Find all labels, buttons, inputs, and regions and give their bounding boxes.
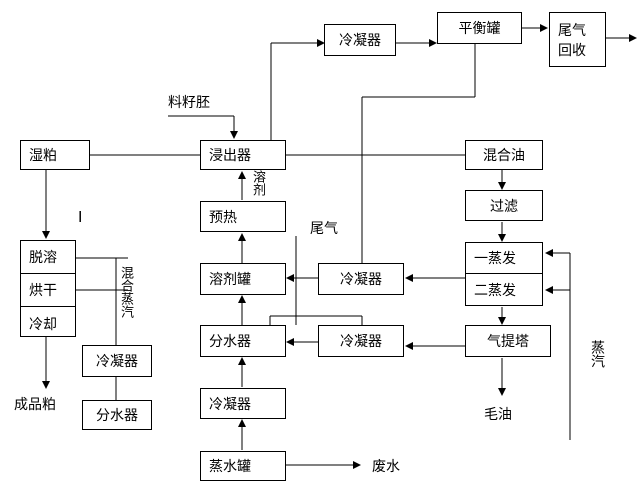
stripper-box: 气提塔	[465, 325, 551, 357]
crude-oil-label: 毛油	[484, 407, 512, 423]
tail-gas-recovery-line1: 尾气	[558, 22, 586, 39]
product-meal-label: 成品粕	[14, 397, 56, 413]
desolventize-cell: 脱溶	[21, 241, 75, 274]
evaporator-stack: 一蒸发 二蒸发	[465, 242, 543, 306]
condenser-bottom-box: 冷凝器	[200, 388, 286, 419]
condenser-top-box: 冷凝器	[324, 24, 396, 56]
solvent-tank-box: 溶剂罐	[200, 263, 286, 295]
wet-meal-box: 湿粕	[20, 140, 90, 170]
water-separator-mid-box: 分水器	[200, 325, 286, 357]
tail-gas-recovery-box: 尾气 回收	[549, 12, 606, 67]
mixed-steam-label: 混合蒸汽	[118, 266, 133, 318]
flakes-label: 料籽胚	[168, 95, 210, 111]
tail-gas-label: 尾气	[310, 221, 338, 237]
second-evap-cell: 二蒸发	[474, 282, 516, 299]
steam-water-tank-box: 蒸水罐	[200, 451, 286, 481]
marker-label: I	[78, 208, 83, 226]
condenser-mid-box: 冷凝器	[318, 263, 404, 295]
extractor-box: 浸出器	[200, 140, 286, 170]
waste-water-label: 废水	[372, 459, 400, 475]
preheat-box: 预热	[200, 201, 286, 232]
condenser-left-box: 冷凝器	[82, 345, 152, 377]
cool-cell: 冷却	[29, 316, 57, 333]
balance-tank-box: 平衡罐	[437, 12, 522, 44]
mixed-oil-box: 混合油	[465, 140, 543, 170]
desolventizer-stack: 脱溶 烘干 冷却	[20, 240, 76, 337]
water-separator-left-box: 分水器	[82, 400, 152, 430]
tail-gas-recovery-line2: 回收	[558, 42, 586, 59]
steam-label: 蒸汽	[589, 340, 605, 368]
condenser-mid2-box: 冷凝器	[318, 325, 404, 357]
first-evap-cell: 一蒸发	[466, 243, 542, 274]
filter-box: 过滤	[465, 190, 543, 221]
dry-cell: 烘干	[21, 274, 75, 307]
solvent-label: 溶剂	[250, 170, 265, 196]
